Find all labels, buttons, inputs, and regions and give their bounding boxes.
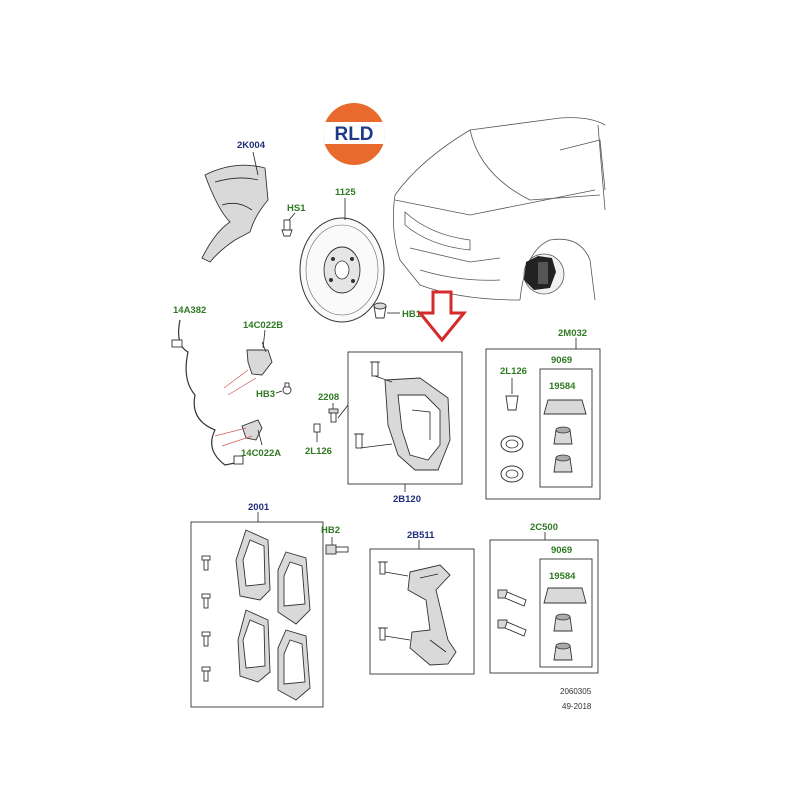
kit-9069-box [539, 368, 593, 488]
wear-sensor-cable [171, 319, 244, 466]
label-wear-sensor: 14A382 [173, 305, 206, 316]
label-carrier: 2B511 [407, 530, 435, 541]
sensor-routing-bottom [214, 427, 253, 447]
label-kit-cap: 2L126 [500, 366, 527, 377]
label-kit-19584: 19584 [549, 381, 576, 392]
label-kit-box: 2M032 [558, 328, 587, 339]
label-pads: 2001 [248, 502, 270, 513]
brake-disc [299, 217, 385, 323]
leader-bracket-bottom [257, 429, 263, 446]
kit-bushes [553, 426, 573, 473]
bolt-hb1 [373, 302, 387, 319]
caliper-carrier [378, 561, 457, 666]
logo-text: RLD [334, 124, 373, 145]
caliper-box-leader [337, 404, 349, 419]
bracket-bottom [241, 419, 263, 441]
label-splash-shield: 2K004 [237, 140, 266, 151]
label-hb2: HB2 [321, 525, 340, 536]
brake-pads [235, 529, 311, 701]
label-brake-disc: 1125 [335, 187, 356, 198]
label-bleed-cap: 2L126 [305, 446, 332, 457]
kit-seals [500, 435, 524, 483]
leader-bracket-top [262, 329, 266, 349]
label-hb3: HB3 [256, 389, 275, 400]
label-bracket-bottom: 14C022A [241, 448, 281, 459]
guide-bushes [553, 613, 573, 661]
rld-logo: RLD [323, 103, 385, 165]
kit-grease-sachet [543, 399, 587, 415]
bleed-cap [313, 423, 321, 433]
pointer-arrow [416, 290, 468, 343]
footer-code: 2060305 [560, 687, 592, 696]
label-guide-9069: 9069 [551, 545, 572, 556]
pad-pins [201, 555, 211, 682]
label-hs1: HS1 [287, 203, 306, 214]
footer-date: 49-2018 [562, 702, 592, 711]
caliper [354, 361, 451, 471]
carrier-box [369, 548, 475, 675]
guide-pins [497, 589, 527, 637]
bleed-screw [328, 408, 339, 423]
kit-cap [505, 395, 519, 411]
guide-9069-box [539, 558, 593, 668]
leader-hb3 [275, 390, 283, 394]
splash-shield [201, 164, 269, 263]
vehicle-outline [392, 117, 606, 301]
label-caliper: 2B120 [393, 494, 421, 505]
bolt-hb3 [282, 382, 292, 395]
screw-hs1 [281, 219, 293, 237]
label-kit-9069: 9069 [551, 355, 572, 366]
leader-splash-shield [252, 151, 259, 176]
label-bleed-screw: 2208 [318, 392, 339, 403]
label-bracket-top: 14C022B [243, 320, 283, 331]
bolt-hb2 [325, 544, 349, 555]
kit-box [485, 348, 601, 500]
pads-box [190, 521, 324, 708]
vehicle-brake-highlight [523, 253, 565, 295]
label-guide-kit: 2C500 [530, 522, 558, 533]
bracket-top [246, 341, 273, 376]
sensor-routing-top [223, 369, 257, 396]
label-hb1: HB1 [402, 309, 422, 320]
leader-hs1 [288, 212, 296, 221]
label-guide-19584: 19584 [549, 571, 576, 582]
guide-kit-box [489, 539, 599, 674]
guide-grease-sachet [543, 587, 587, 604]
